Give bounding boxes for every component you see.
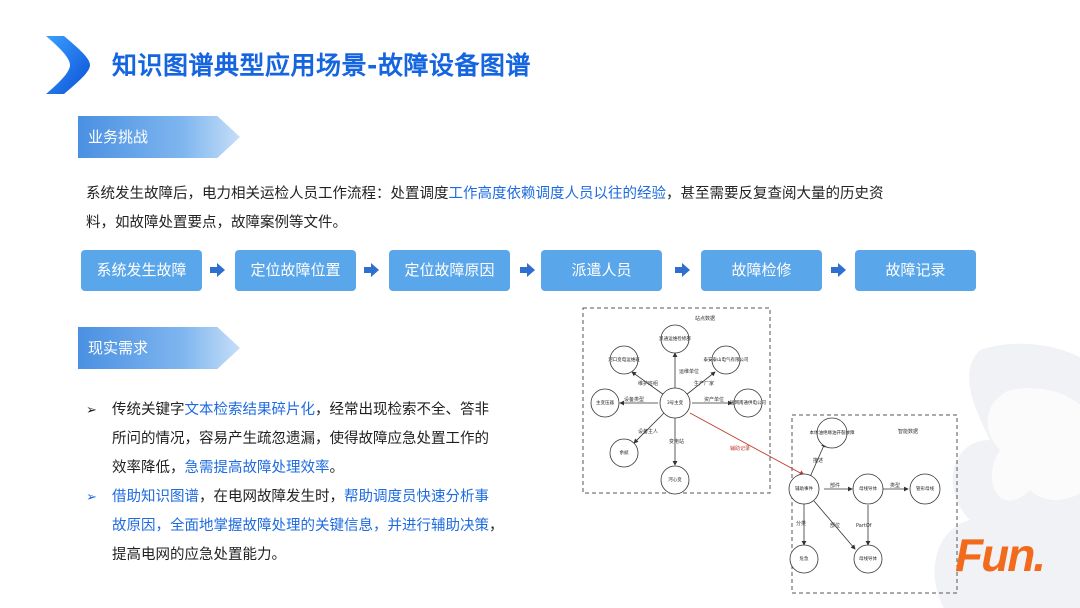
intro-text: ，甚至需要反复查阅大量的历史资: [666, 186, 884, 202]
edge-label: 生产厂家: [694, 380, 714, 387]
node-label: 国网南通供电公司: [730, 399, 766, 406]
flow-step-1: 系统发生故障: [81, 250, 202, 291]
graph-node: [853, 544, 883, 574]
bullet-item: ➢ 借助知识图谱，在电网故障发生时，帮助调度员快速分析事 故原因，全面地掌握故障…: [86, 483, 526, 570]
edge-line: [633, 412, 665, 444]
graph-node: [659, 387, 691, 419]
intro-highlight: 工作高度依赖调度人员以往的经验: [448, 186, 667, 202]
section-tag-business-challenge: 业务挑战: [78, 116, 240, 158]
graph-node: [609, 438, 639, 468]
edge-label: 资产单位: [704, 396, 724, 403]
node-label: 3号主变: [667, 399, 684, 406]
section-tag-real-demand: 现实需求: [78, 327, 240, 369]
edge-label: 运维单位: [679, 368, 699, 375]
smart-data-box: [791, 414, 958, 594]
edge-line-highlight: [689, 412, 805, 476]
bullet-text: 。: [329, 460, 345, 476]
node-label: 主变压器: [596, 399, 614, 406]
bullet-highlight: 借助知识图谱: [112, 489, 199, 505]
page-title: 知识图谱典型应用场景-故障设备图谱: [112, 51, 531, 80]
bullet-text: ，在电网故障发生时，: [199, 489, 344, 505]
node-label: 母线导体: [859, 555, 877, 562]
edge-label: 部位: [830, 522, 840, 529]
graph-node: [733, 388, 763, 418]
edge-label: 辅助记录: [730, 445, 750, 452]
graph-node: [789, 544, 819, 574]
station-data-label: 站点数据: [695, 315, 715, 322]
bullet-text: 提高电网的应急处置能力。: [112, 547, 286, 563]
background-cloud-decoration: [934, 343, 1080, 608]
edge-line: [631, 371, 665, 396]
graph-node: [852, 473, 884, 505]
graph-node: [660, 324, 690, 354]
graph-node: [590, 388, 620, 418]
intro-paragraph: 系统发生故障后，电力相关运检人员工作流程：处置调度工作高度依赖调度人员以往的经验…: [86, 180, 986, 238]
node-label: 河口变电运维班: [608, 356, 640, 363]
graph-node: [609, 345, 639, 375]
flow-step-2: 定位故障位置: [235, 250, 356, 291]
node-label: 管形母线: [916, 485, 934, 492]
bullet-highlight: 文本检索结果碎片化: [184, 402, 316, 418]
bullet-arrow-icon: ➢: [86, 403, 97, 418]
bullet-item: ➢ 传统关键字文本检索结果碎片化，经常出现检索不全、答非 所问的情况，容易产生疏…: [86, 396, 526, 483]
graph-node: [788, 473, 820, 505]
demand-bullet-list: ➢ 传统关键字文本检索结果碎片化，经常出现检索不全、答非 所问的情况，容易产生疏…: [86, 396, 526, 570]
bullet-text: 效率降低，: [112, 460, 185, 476]
bullet-text: ，经常出现检索不全、答非: [315, 402, 489, 418]
graph-node: [816, 417, 848, 449]
flow-step-5: 故障检修: [701, 250, 822, 291]
edge-line: [685, 371, 716, 396]
flow-step-4: 派遣人员: [541, 250, 662, 291]
node-label: 本体油绝缘油开裂故障: [810, 429, 855, 436]
graph-node: [909, 473, 941, 505]
arrow-right-icon: [210, 263, 225, 277]
bullet-text: 所问的情况，容易产生疏忽遗漏，使得故障应急处置工作的: [112, 431, 489, 447]
bullet-text: 传统关键字: [112, 402, 185, 418]
bullet-highlight: 急需提高故障处理效率: [184, 460, 330, 476]
arrow-right-icon: [520, 263, 535, 277]
edge-line: [809, 442, 826, 478]
node-label: 辅助事件: [795, 485, 813, 492]
graph-node: [660, 465, 690, 495]
edge-label: 设备主人: [638, 428, 658, 435]
edge-label: PartOf: [856, 523, 872, 529]
graph-node: [711, 345, 741, 375]
edge-label: 维护班组: [638, 380, 658, 387]
edge-label: 描述: [813, 457, 823, 464]
intro-text: 系统发生故障后，电力相关运检人员工作流程：处置调度: [86, 186, 449, 202]
edge-label: 部件: [830, 482, 840, 489]
smart-data-label: 智能数据: [898, 428, 918, 435]
node-label: 河心变: [668, 476, 682, 483]
node-label: 泰安泰山电气有限公司: [704, 356, 749, 363]
arrow-right-icon: [675, 263, 690, 277]
node-label: 凯通运维检修部: [659, 335, 691, 342]
intro-text: 料，如故障处置要点，故障案例等文件。: [86, 215, 347, 231]
brand-logo: Fun.: [955, 529, 1046, 581]
bullet-arrow-icon: ➢: [86, 490, 97, 505]
fault-equipment-knowledge-graph: 站点数据 智能数据 运维单位 维护班组 生产厂家 设备类型 资产单位 设备主人 …: [582, 307, 958, 594]
edge-label: 设备类型: [624, 396, 644, 403]
node-label: 危急: [800, 555, 809, 562]
arrow-right-icon: [364, 263, 379, 277]
edge-label: 类型: [890, 482, 900, 489]
bullet-highlight: 故原因，全面地掌握故障处理的关键信息，并进行辅助决策: [112, 518, 489, 534]
flow-step-6: 故障记录: [855, 250, 976, 291]
bullet-highlight: 帮助调度员快速分析事: [344, 489, 489, 505]
node-label: 余斌: [620, 449, 629, 456]
bullet-text: ，: [489, 518, 504, 534]
edge-label: 分类: [796, 520, 806, 527]
arrow-right-icon: [831, 263, 846, 277]
node-label: 母线导体: [859, 485, 877, 492]
brand-chevron-icon: [46, 36, 90, 94]
edge-line: [813, 500, 856, 550]
flow-step-3: 定位故障原因: [389, 250, 510, 291]
edge-label: 变电站: [669, 438, 684, 445]
